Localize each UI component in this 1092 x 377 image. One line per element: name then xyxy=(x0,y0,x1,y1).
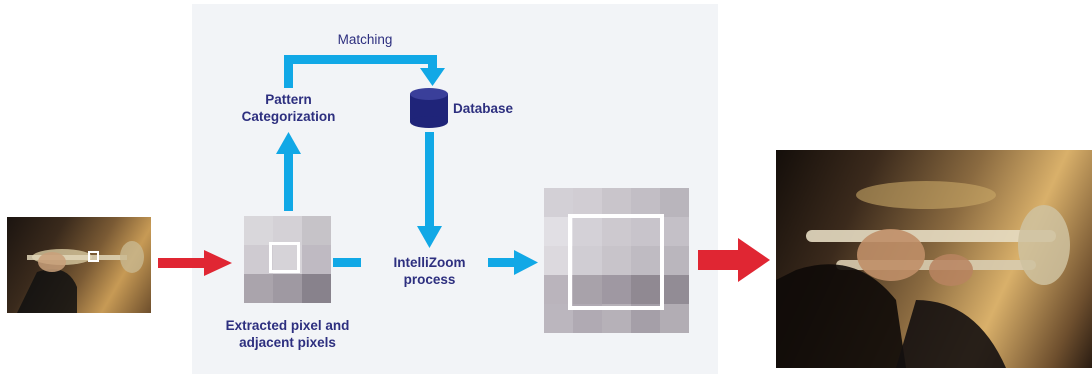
up-arrow xyxy=(276,132,301,211)
extracted-pixels-label: Extracted pixel and adjacent pixels xyxy=(225,318,350,350)
zoomed-pixel-grid xyxy=(544,188,689,333)
extracted-pixel-cell xyxy=(244,216,273,245)
zoomed-pixel-cell xyxy=(660,246,689,275)
input-arrow xyxy=(158,250,232,276)
matching-label: Matching xyxy=(337,32,393,47)
extracted-pixel-cell xyxy=(273,216,302,245)
pattern-categorization-label: Pattern Categorization xyxy=(241,92,336,124)
zoomed-pixel-cell xyxy=(602,217,631,246)
intellizoom-label: IntelliZoom process xyxy=(393,255,466,287)
extracted-pixel-cell xyxy=(273,274,302,303)
zoomed-pixel-cell xyxy=(573,217,602,246)
output-photo-drawing xyxy=(776,181,1070,368)
zoomed-pixel-cell xyxy=(573,246,602,275)
output-arrow xyxy=(698,238,770,282)
zoomed-pixel-cell xyxy=(602,246,631,275)
grid-connector xyxy=(333,258,361,267)
zoomed-pixel-highlight xyxy=(568,214,664,310)
zoomed-pixel-cell xyxy=(660,275,689,304)
extracted-pixel-cell xyxy=(302,245,331,274)
zoomed-pixel-cell xyxy=(660,217,689,246)
input-photo-drawing xyxy=(17,241,144,313)
database-icon xyxy=(410,88,448,128)
input-photo xyxy=(7,217,151,313)
extracted-pixel-highlight xyxy=(269,242,300,273)
zoom-arrow xyxy=(488,250,538,275)
zoomed-pixel-cell xyxy=(573,188,602,217)
zoomed-pixel-cell xyxy=(544,188,573,217)
zoomed-pixel-cell xyxy=(660,188,689,217)
matching-arrow xyxy=(284,55,445,88)
zoomed-pixel-cell xyxy=(602,275,631,304)
zoomed-pixel-cell xyxy=(631,217,660,246)
extracted-pixel-cell xyxy=(244,245,273,274)
zoomed-pixel-cell xyxy=(631,246,660,275)
extracted-pixel-cell xyxy=(244,274,273,303)
zoomed-pixel-cell xyxy=(660,304,689,333)
zoomed-pixel-cell xyxy=(602,188,631,217)
zoomed-pixel-cell xyxy=(631,275,660,304)
zoomed-pixel-cell xyxy=(573,275,602,304)
down-arrow xyxy=(417,132,442,248)
output-photo xyxy=(776,150,1092,368)
database-label: Database xyxy=(453,101,514,116)
extracted-pixel-cell xyxy=(302,216,331,245)
zoomed-pixel-cell xyxy=(631,188,660,217)
extracted-pixel-cell xyxy=(302,274,331,303)
